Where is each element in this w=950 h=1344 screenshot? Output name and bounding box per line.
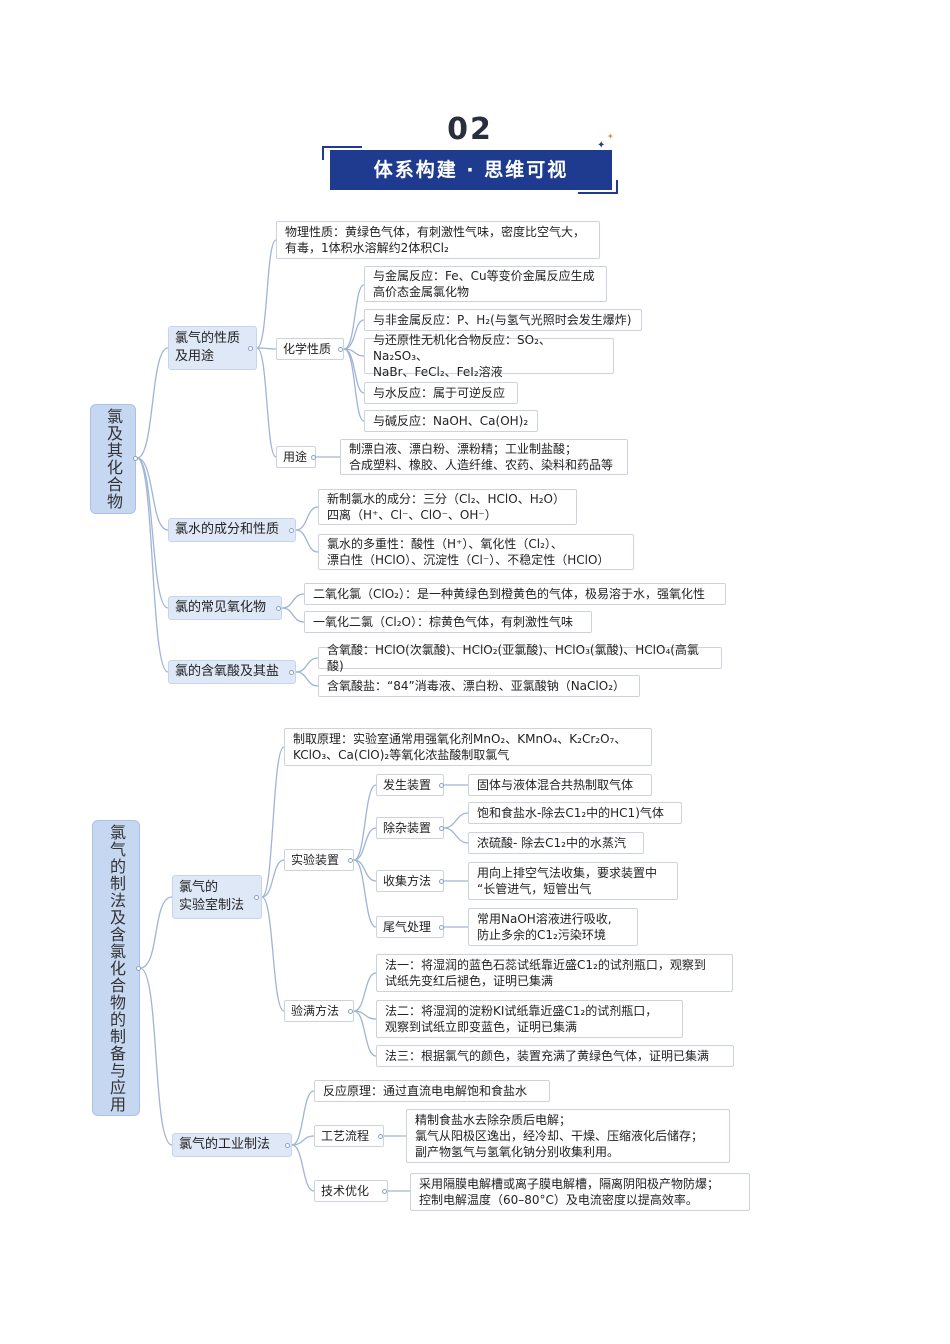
- node-chemical-properties[interactable]: 化学性质: [276, 338, 344, 360]
- node-generator-detail[interactable]: 固体与液体混合共热制取气体: [468, 774, 652, 796]
- node-oxyacids[interactable]: 含氧酸：HClO(次氯酸)、HClO₂(亚氯酸)、HClO₃(氯酸)、HClO₄…: [318, 643, 722, 673]
- collapse-toggle-icon[interactable]: [439, 925, 444, 930]
- collapse-toggle-icon[interactable]: [348, 1009, 353, 1014]
- node-collection-detail[interactable]: 用向上排空气法收集，要求装置中 “长管进气，短管出气: [468, 862, 678, 900]
- node-full-test[interactable]: 验满方法: [284, 1000, 354, 1022]
- node-generator[interactable]: 发生装置: [376, 774, 444, 796]
- node-purifier-brine[interactable]: 饱和食盐水-除去C1₂中的HC1)气体: [468, 802, 682, 824]
- branch-lab-preparation[interactable]: 氯气的 实验室制法: [172, 875, 262, 919]
- node-collection[interactable]: 收集方法: [376, 870, 444, 892]
- collapse-toggle-icon[interactable]: [248, 346, 253, 351]
- collapse-toggle-icon[interactable]: [338, 347, 343, 352]
- node-react-reducing[interactable]: 与还原性无机化合物反应：SO₂、Na₂SO₃、 NaBr、FeCl₂、FeI₂溶…: [364, 333, 614, 379]
- collapse-toggle-icon[interactable]: [378, 1134, 383, 1139]
- node-test-method-2[interactable]: 法二：将湿润的淀粉KI试纸靠近盛C1₂的试剂瓶口， 观察到试纸立即变蓝色，证明已…: [376, 1000, 683, 1038]
- root-node-chlorine-compounds[interactable]: 氯及其化合物: [90, 404, 136, 514]
- node-react-metal[interactable]: 与金属反应：Fe、Cu等变价金属反应生成 高价态金属氯化物: [364, 266, 607, 302]
- collapse-toggle-icon[interactable]: [133, 456, 138, 461]
- node-tech-optimize-detail[interactable]: 采用隔膜电解槽或离子膜电解槽，隔离阴阳极产物防爆； 控制电解温度（60–80°C…: [410, 1173, 750, 1211]
- node-dichlorine-monoxide[interactable]: 一氧化二氯（Cl₂O）：棕黄色气体，有刺激性气味: [304, 611, 592, 633]
- node-chlorine-water-properties[interactable]: 氯水的多重性：酸性（H⁺）、氧化性（Cl₂）、 漂白性（HClO）、沉淀性（Cl…: [318, 534, 634, 570]
- title-frame: [322, 146, 618, 194]
- node-uses-detail[interactable]: 制漂白液、漂白粉、漂粉精；工业制盐酸； 合成塑料、橡胶、人造纤维、农药、染料和药…: [340, 439, 628, 475]
- collapse-toggle-icon[interactable]: [289, 528, 294, 533]
- collapse-toggle-icon[interactable]: [439, 783, 444, 788]
- node-industrial-principle[interactable]: 反应原理：通过直流电电解饱和食盐水: [314, 1080, 550, 1102]
- node-chlorine-water-components[interactable]: 新制氯水的成分：三分（Cl₂、HClO、H₂O） 四离（H⁺、Cl⁻、ClO⁻、…: [318, 489, 577, 525]
- collapse-toggle-icon[interactable]: [439, 879, 444, 884]
- node-tail-gas-detail[interactable]: 常用NaOH溶液进行吸收, 防止多余的C1₂污染环境: [468, 908, 638, 946]
- node-test-method-3[interactable]: 法三：根据氯气的颜色，装置充满了黄绿色气体，证明已集满: [376, 1045, 734, 1067]
- node-react-base[interactable]: 与碱反应：NaOH、Ca(OH)₂: [364, 410, 538, 432]
- branch-chlorine-properties-uses[interactable]: 氯气的性质 及用途: [168, 326, 257, 370]
- root-node-chlorine-preparation[interactable]: 氯气的制法及含氯化合物的制备与应用: [92, 820, 140, 1116]
- node-oxyacid-salts[interactable]: 含氧酸盐：“84”消毒液、漂白粉、亚氯酸钠（NaClO₂）: [318, 675, 640, 697]
- collapse-toggle-icon[interactable]: [136, 966, 141, 971]
- collapse-toggle-icon[interactable]: [439, 826, 444, 831]
- collapse-toggle-icon[interactable]: [311, 455, 316, 460]
- collapse-toggle-icon[interactable]: [285, 1143, 290, 1148]
- node-chlorine-dioxide[interactable]: 二氧化氯（ClO₂）：是一种黄绿色到橙黄色的气体，极易溶于水，强氧化性: [304, 583, 726, 605]
- node-apparatus[interactable]: 实验装置: [284, 849, 354, 871]
- branch-chlorine-water[interactable]: 氯水的成分和性质: [168, 518, 296, 542]
- node-test-method-1[interactable]: 法一：将湿润的蓝色石蕊试纸靠近盛C1₂的试剂瓶口，观察到 试纸先变红后褪色，证明…: [376, 954, 733, 992]
- node-tail-gas[interactable]: 尾气处理: [376, 916, 444, 938]
- node-process-flow-detail[interactable]: 精制食盐水去除杂质后电解； 氯气从阳极区逸出，经冷却、干燥、压缩液化后储存； 副…: [406, 1109, 730, 1163]
- node-react-nonmetal[interactable]: 与非金属反应：P、H₂(与氢气光照时会发生爆炸): [364, 309, 642, 331]
- section-number: 02: [447, 112, 493, 147]
- branch-industrial-preparation[interactable]: 氯气的工业制法: [172, 1133, 292, 1157]
- sparkle-small-icon: ✦: [607, 132, 614, 141]
- node-physical-properties[interactable]: 物理性质：黄绿色气体，有刺激性气味，密度比空气大， 有毒，1体积水溶解约2体积C…: [276, 221, 600, 259]
- node-react-water[interactable]: 与水反应：属于可逆反应: [364, 382, 518, 404]
- collapse-toggle-icon[interactable]: [382, 1189, 387, 1194]
- node-purifier-acid[interactable]: 浓硫酸- 除去C1₂中的水蒸汽: [468, 832, 644, 854]
- branch-chlorine-oxides[interactable]: 氯的常见氧化物: [168, 596, 282, 620]
- node-uses[interactable]: 用途: [276, 446, 316, 468]
- collapse-toggle-icon[interactable]: [348, 858, 353, 863]
- node-preparation-principle[interactable]: 制取原理：实验室通常用强氧化剂MnO₂、KMnO₄、K₂Cr₂O₇、 KClO₃…: [284, 728, 652, 766]
- node-purifier[interactable]: 除杂装置: [376, 817, 444, 839]
- collapse-toggle-icon[interactable]: [276, 606, 281, 611]
- section-title: 体系构建 · 思维可视: [330, 150, 612, 190]
- node-tech-optimize[interactable]: 技术优化: [314, 1180, 388, 1202]
- collapse-toggle-icon[interactable]: [254, 895, 259, 900]
- branch-oxyacids-salts[interactable]: 氯的含氧酸及其盐: [168, 660, 296, 684]
- collapse-toggle-icon[interactable]: [289, 670, 294, 675]
- node-process-flow[interactable]: 工艺流程: [314, 1125, 384, 1147]
- sparkle-icon: ✦: [597, 140, 606, 151]
